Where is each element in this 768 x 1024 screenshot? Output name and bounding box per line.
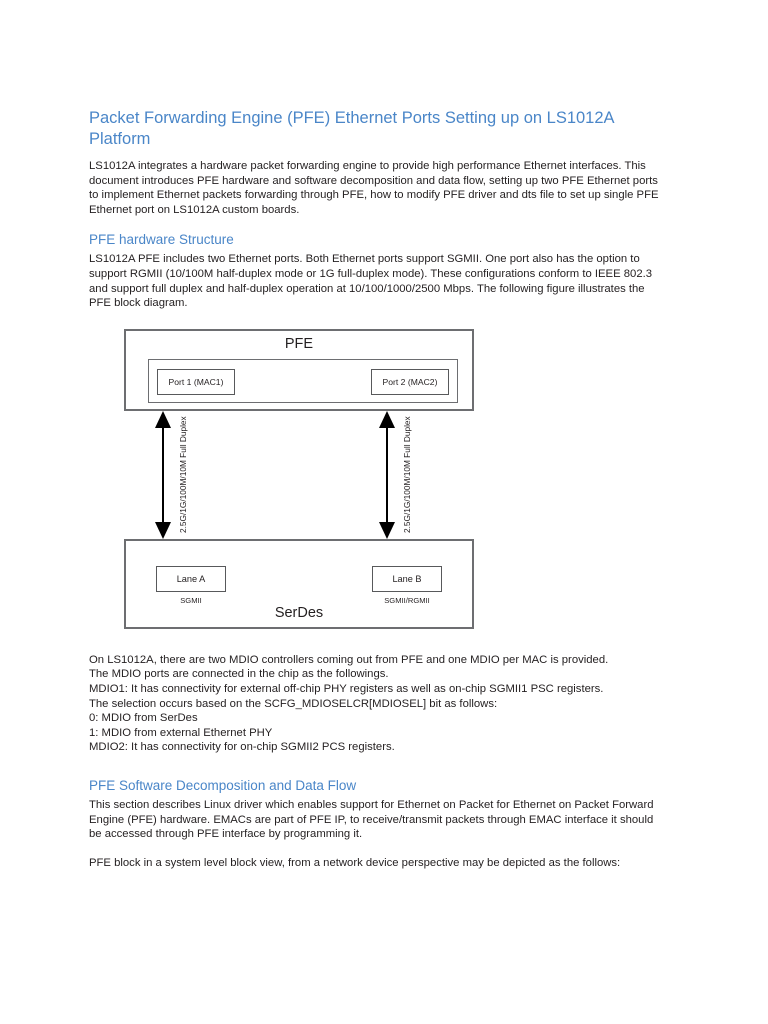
mdio-line: 1: MDIO from external Ethernet PHY xyxy=(89,726,273,739)
document-content: Packet Forwarding Engine (PFE) Ethernet … xyxy=(89,0,665,870)
arrow-shaft xyxy=(162,424,164,525)
mdio-line: On LS1012A, there are two MDIO controlle… xyxy=(89,653,609,666)
mdio-line: MDIO2: It has connectivity for on-chip S… xyxy=(89,741,395,754)
pfe-ports-container: Port 1 (MAC1) Port 2 (MAC2) xyxy=(148,358,458,403)
lane-b-caption: SGMII/RGMII xyxy=(384,595,430,605)
intro-paragraph: LS1012A integrates a hardware packet for… xyxy=(89,160,659,216)
page-title: Packet Forwarding Engine (PFE) Ethernet … xyxy=(89,109,614,148)
mdio-line: The selection occurs based on the SCFG_M… xyxy=(89,697,498,710)
arrow-head-down-icon xyxy=(379,521,395,539)
arrow-head-down-icon xyxy=(155,521,171,539)
port-2-mac2-box: Port 2 (MAC2) xyxy=(371,368,449,395)
port-1-mac1-box: Port 1 (MAC1) xyxy=(157,368,235,395)
serdes-block-label: SerDes xyxy=(274,604,324,621)
section-heading-software: PFE Software Decomposition and Data Flow xyxy=(89,777,357,793)
lane-a-caption: SGMII xyxy=(180,595,202,605)
section-heading-hardware: PFE hardware Structure xyxy=(89,232,234,248)
software-paragraph-2: PFE block in a system level block view, … xyxy=(89,856,621,869)
link-label-right: 2.5G/1G/100M/10M Full Duplex xyxy=(402,416,412,534)
arrow-head-up-icon xyxy=(155,410,171,428)
link-arrow-right: 2.5G/1G/100M/10M Full Duplex xyxy=(379,410,412,539)
arrow-head-up-icon xyxy=(379,410,395,428)
mdio-line: 0: MDIO from SerDes xyxy=(89,712,198,725)
arrow-shaft xyxy=(386,424,388,525)
link-arrow-left: 2.5G/1G/100M/10M Full Duplex xyxy=(155,410,188,539)
serdes-block: Lane A Lane B SGMII SGMII/RGMII SerDes xyxy=(124,538,474,629)
mdio-line: The MDIO ports are connected in the chip… xyxy=(89,668,389,681)
pfe-block-diagram: PFE Port 1 (MAC1) Port 2 (MAC2) 2.5G/1G/… xyxy=(89,323,665,635)
pfe-block-label: PFE xyxy=(284,335,314,352)
software-paragraph-1: This section describes Linux driver whic… xyxy=(89,798,654,841)
link-label-left: 2.5G/1G/100M/10M Full Duplex xyxy=(178,416,188,534)
hardware-paragraph: LS1012A PFE includes two Ethernet ports.… xyxy=(89,253,653,310)
lane-b-box: Lane B xyxy=(372,565,442,592)
mdio-line: MDIO1: It has connectivity for external … xyxy=(89,682,604,695)
mdio-description: On LS1012A, there are two MDIO controlle… xyxy=(89,653,665,755)
lane-a-box: Lane A xyxy=(156,565,226,592)
pfe-block: PFE Port 1 (MAC1) Port 2 (MAC2) xyxy=(124,328,474,411)
